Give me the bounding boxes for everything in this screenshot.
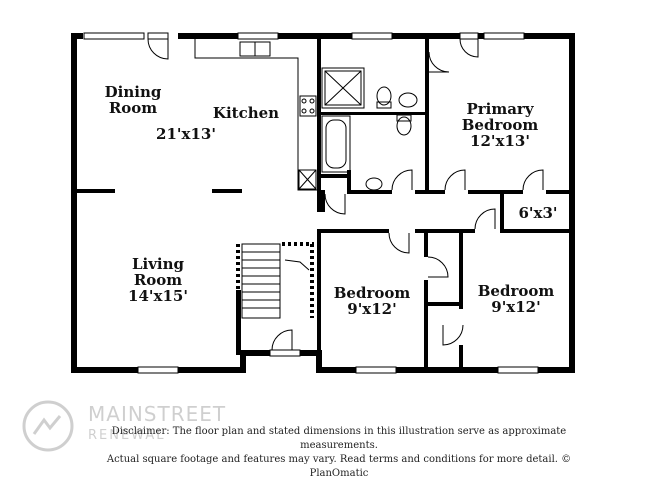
door-swing [271,329,293,351]
disclaimer-line-1: Disclaimer: The floor plan and stated di… [111,426,567,451]
bedroom-right-label: Bedroom 9'x12' [477,282,555,316]
wall-interior [347,170,351,194]
wall-interior [424,302,463,306]
wall-interior [317,190,325,212]
brand-logo-icon [22,400,74,452]
window [351,32,393,40]
window [137,366,179,374]
dining-room-label: Dining Room [104,83,162,117]
door-panel [459,32,479,40]
staircase [241,243,281,319]
brand-name: MAINSTREET [88,402,227,426]
bathtub-icon [321,115,351,173]
wall-interior [317,174,351,178]
wall-interior [424,280,428,367]
wall-exterior-bottom-right [316,367,575,373]
window [483,32,525,40]
wall-interior [317,39,321,194]
sink-icon [398,92,418,108]
wall-interior [415,190,445,194]
door-swing [474,208,496,230]
closet-dims-label: 6'x3' [518,204,558,222]
wall-interior [459,345,463,367]
wall-partial [77,189,115,193]
window [237,32,279,40]
wall-entry-step [300,350,322,356]
wall-interior [546,190,575,194]
wall-interior [500,190,504,232]
wall-interior [347,190,392,194]
stove-icon [299,95,317,117]
wall-stair [236,290,241,355]
door-swing [391,169,413,191]
brand-watermark: MAINSTREET RENEWAL [20,398,260,454]
bedroom-center-label: Bedroom 9'x12' [333,284,411,318]
wall-interior [500,229,575,233]
door-swing [428,51,450,73]
door-swing [147,38,169,60]
door-swing [459,38,479,58]
window [355,366,397,374]
door-swing [442,324,464,346]
toilet-icon [376,86,392,106]
wall-interior [468,190,523,194]
wall-interior [425,39,429,194]
wall-interior [317,229,321,367]
wall-exterior-right [569,33,575,373]
wall-interior [317,229,389,233]
wall-exterior-left [71,33,77,373]
door-swing [388,232,410,254]
door-swing [324,193,346,215]
wall-interior [459,229,463,309]
toilet-icon [396,116,412,136]
wall-interior [415,229,475,233]
door-swing [522,169,544,191]
door-panel [269,349,301,357]
living-room-label: Living Room 14'x15' [128,255,188,305]
kitchen-dims-label: 21'x13' [156,125,216,143]
wall-interior [317,112,427,115]
door-swing [444,169,466,191]
wall-partial [212,189,242,193]
fridge-icon [298,169,317,190]
sink-icon [365,177,383,191]
kitchen-label: Kitchen [212,104,280,122]
brand-tagline: RENEWAL [88,428,166,443]
window [83,32,145,40]
primary-bedroom-label: Primary Bedroom 12'x13' [461,100,539,150]
disclaimer-line-2: Actual square footage and features may v… [106,454,572,479]
wall-interior [424,229,428,257]
wall-entry-step [240,350,246,373]
window [497,366,539,374]
door-panel [147,32,169,40]
wall-entry-step [240,350,270,356]
door-swing [427,256,449,278]
shower-icon [321,67,365,109]
